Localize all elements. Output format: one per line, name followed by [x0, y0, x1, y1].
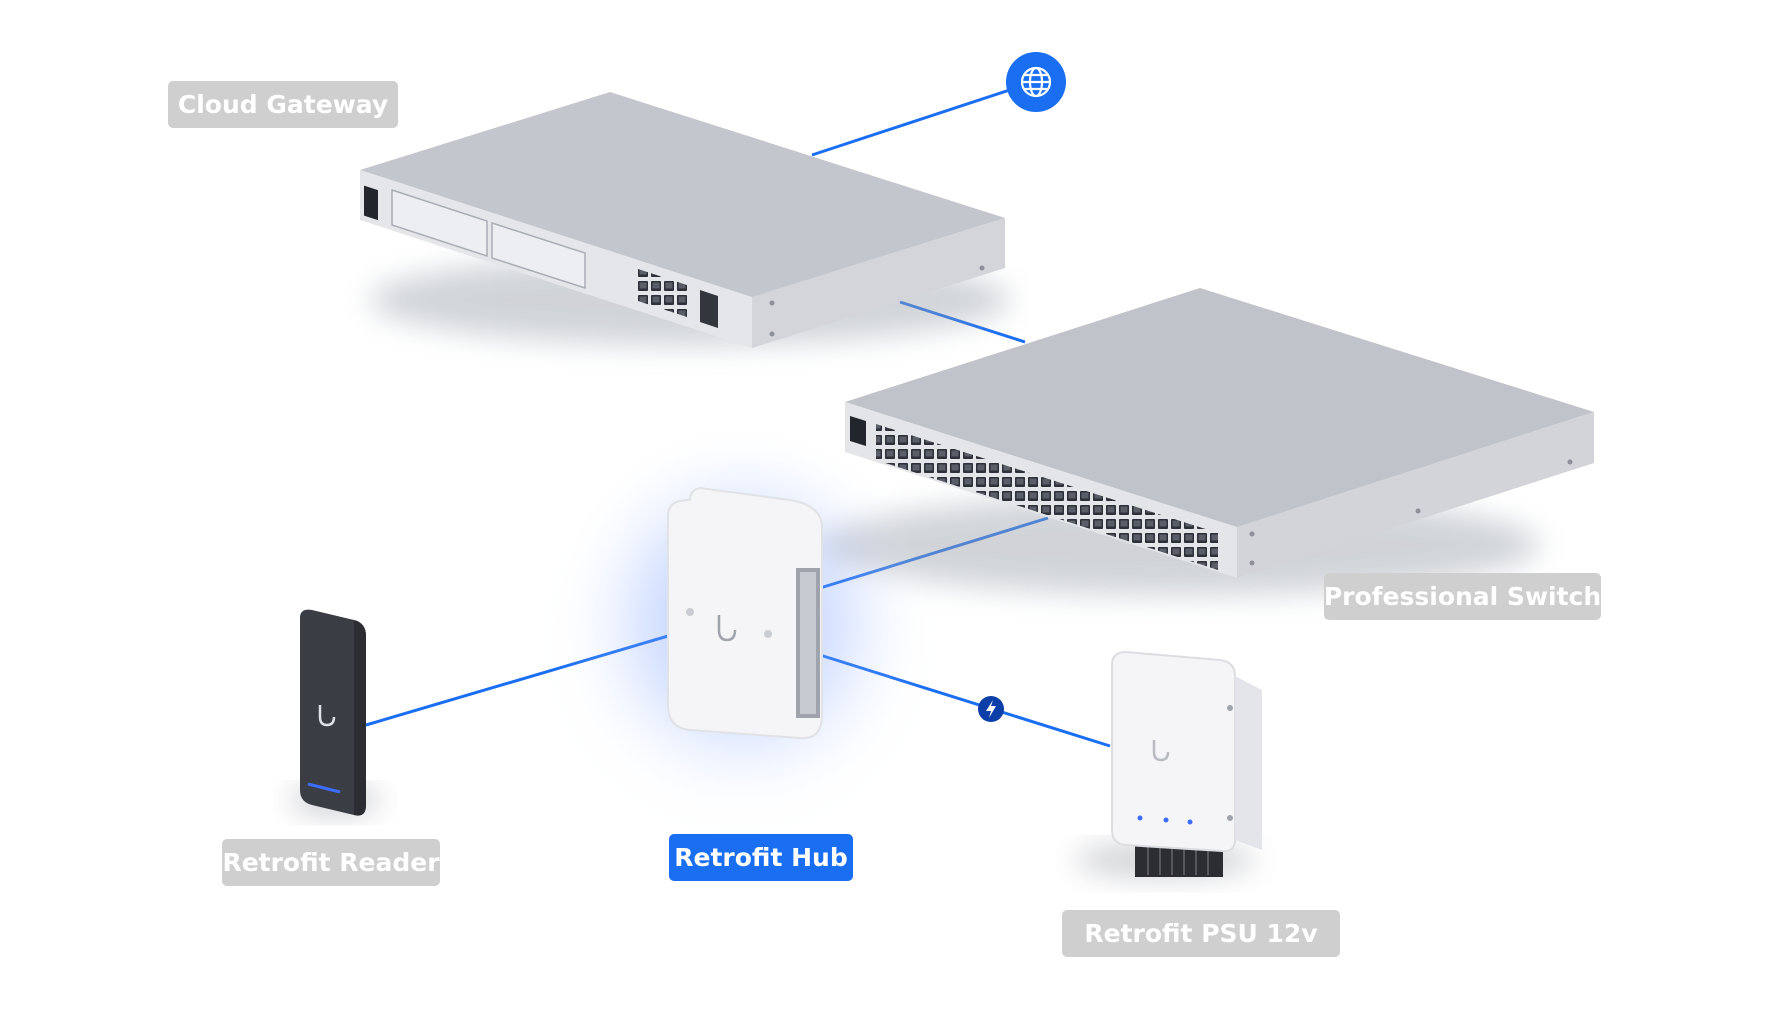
psu-bracket	[1235, 676, 1262, 850]
switch-screw-1	[1249, 531, 1255, 537]
switch-screw-3	[1567, 459, 1573, 465]
switch-side	[1237, 412, 1594, 578]
gateway-screw-2	[769, 331, 775, 337]
retrofit-hub-device[interactable]	[552, 420, 932, 820]
switch-top	[845, 288, 1594, 527]
switch-display	[850, 416, 866, 446]
drive-bay-1	[391, 188, 488, 258]
hub-led-left	[686, 608, 694, 616]
cloud-gateway-device	[360, 92, 1010, 348]
ubiquiti-u-logo-psu	[1152, 740, 1170, 762]
switch-port-block	[876, 424, 1218, 570]
ubiquiti-u-logo-reader	[318, 705, 336, 727]
label-retrofit-psu[interactable]: Retrofit PSU 12v	[1062, 910, 1340, 957]
switch-screw-4	[1415, 508, 1421, 514]
psu-led-1	[1137, 815, 1143, 821]
retrofit-reader-device[interactable]	[290, 609, 380, 816]
cloud-gateway-button	[364, 185, 378, 221]
cloud-gateway-top	[360, 92, 1005, 297]
reader-side	[354, 620, 366, 816]
label-professional-switch[interactable]: Professional Switch	[1324, 573, 1601, 620]
hub-led-right	[764, 630, 772, 638]
gateway-screw-3	[979, 265, 985, 271]
internet-node[interactable]	[1006, 52, 1066, 112]
psu-screw-top	[1227, 705, 1233, 711]
ubiquiti-u-logo	[717, 615, 737, 642]
gateway-port-block	[635, 268, 690, 318]
internet-link	[811, 80, 1035, 157]
gateway-screw-1	[769, 300, 775, 306]
lightning-icon	[986, 700, 996, 718]
label-cloud-gateway[interactable]: Cloud Gateway	[168, 81, 398, 128]
switch-screw-2	[1249, 560, 1255, 566]
hub-body	[667, 486, 823, 740]
psu-led-2	[1163, 817, 1169, 823]
cloud-gateway-side	[752, 218, 1005, 348]
psu-screw-bottom	[1227, 815, 1233, 821]
professional-switch-device	[820, 288, 1594, 595]
psu-body	[1111, 650, 1236, 853]
label-retrofit-reader[interactable]: Retrofit Reader	[222, 839, 440, 886]
hub-terminal-detail	[800, 572, 816, 714]
label-retrofit-hub[interactable]: Retrofit Hub	[669, 834, 853, 881]
gateway-sfp-ports	[700, 290, 718, 328]
power-node	[978, 696, 1004, 722]
retrofit-psu-device[interactable]	[1075, 650, 1262, 878]
globe-icon	[1020, 66, 1052, 98]
drive-bay-2	[491, 221, 586, 290]
reader-status-led	[307, 782, 341, 794]
reader-body	[300, 609, 366, 816]
psu-led-3	[1187, 819, 1193, 825]
